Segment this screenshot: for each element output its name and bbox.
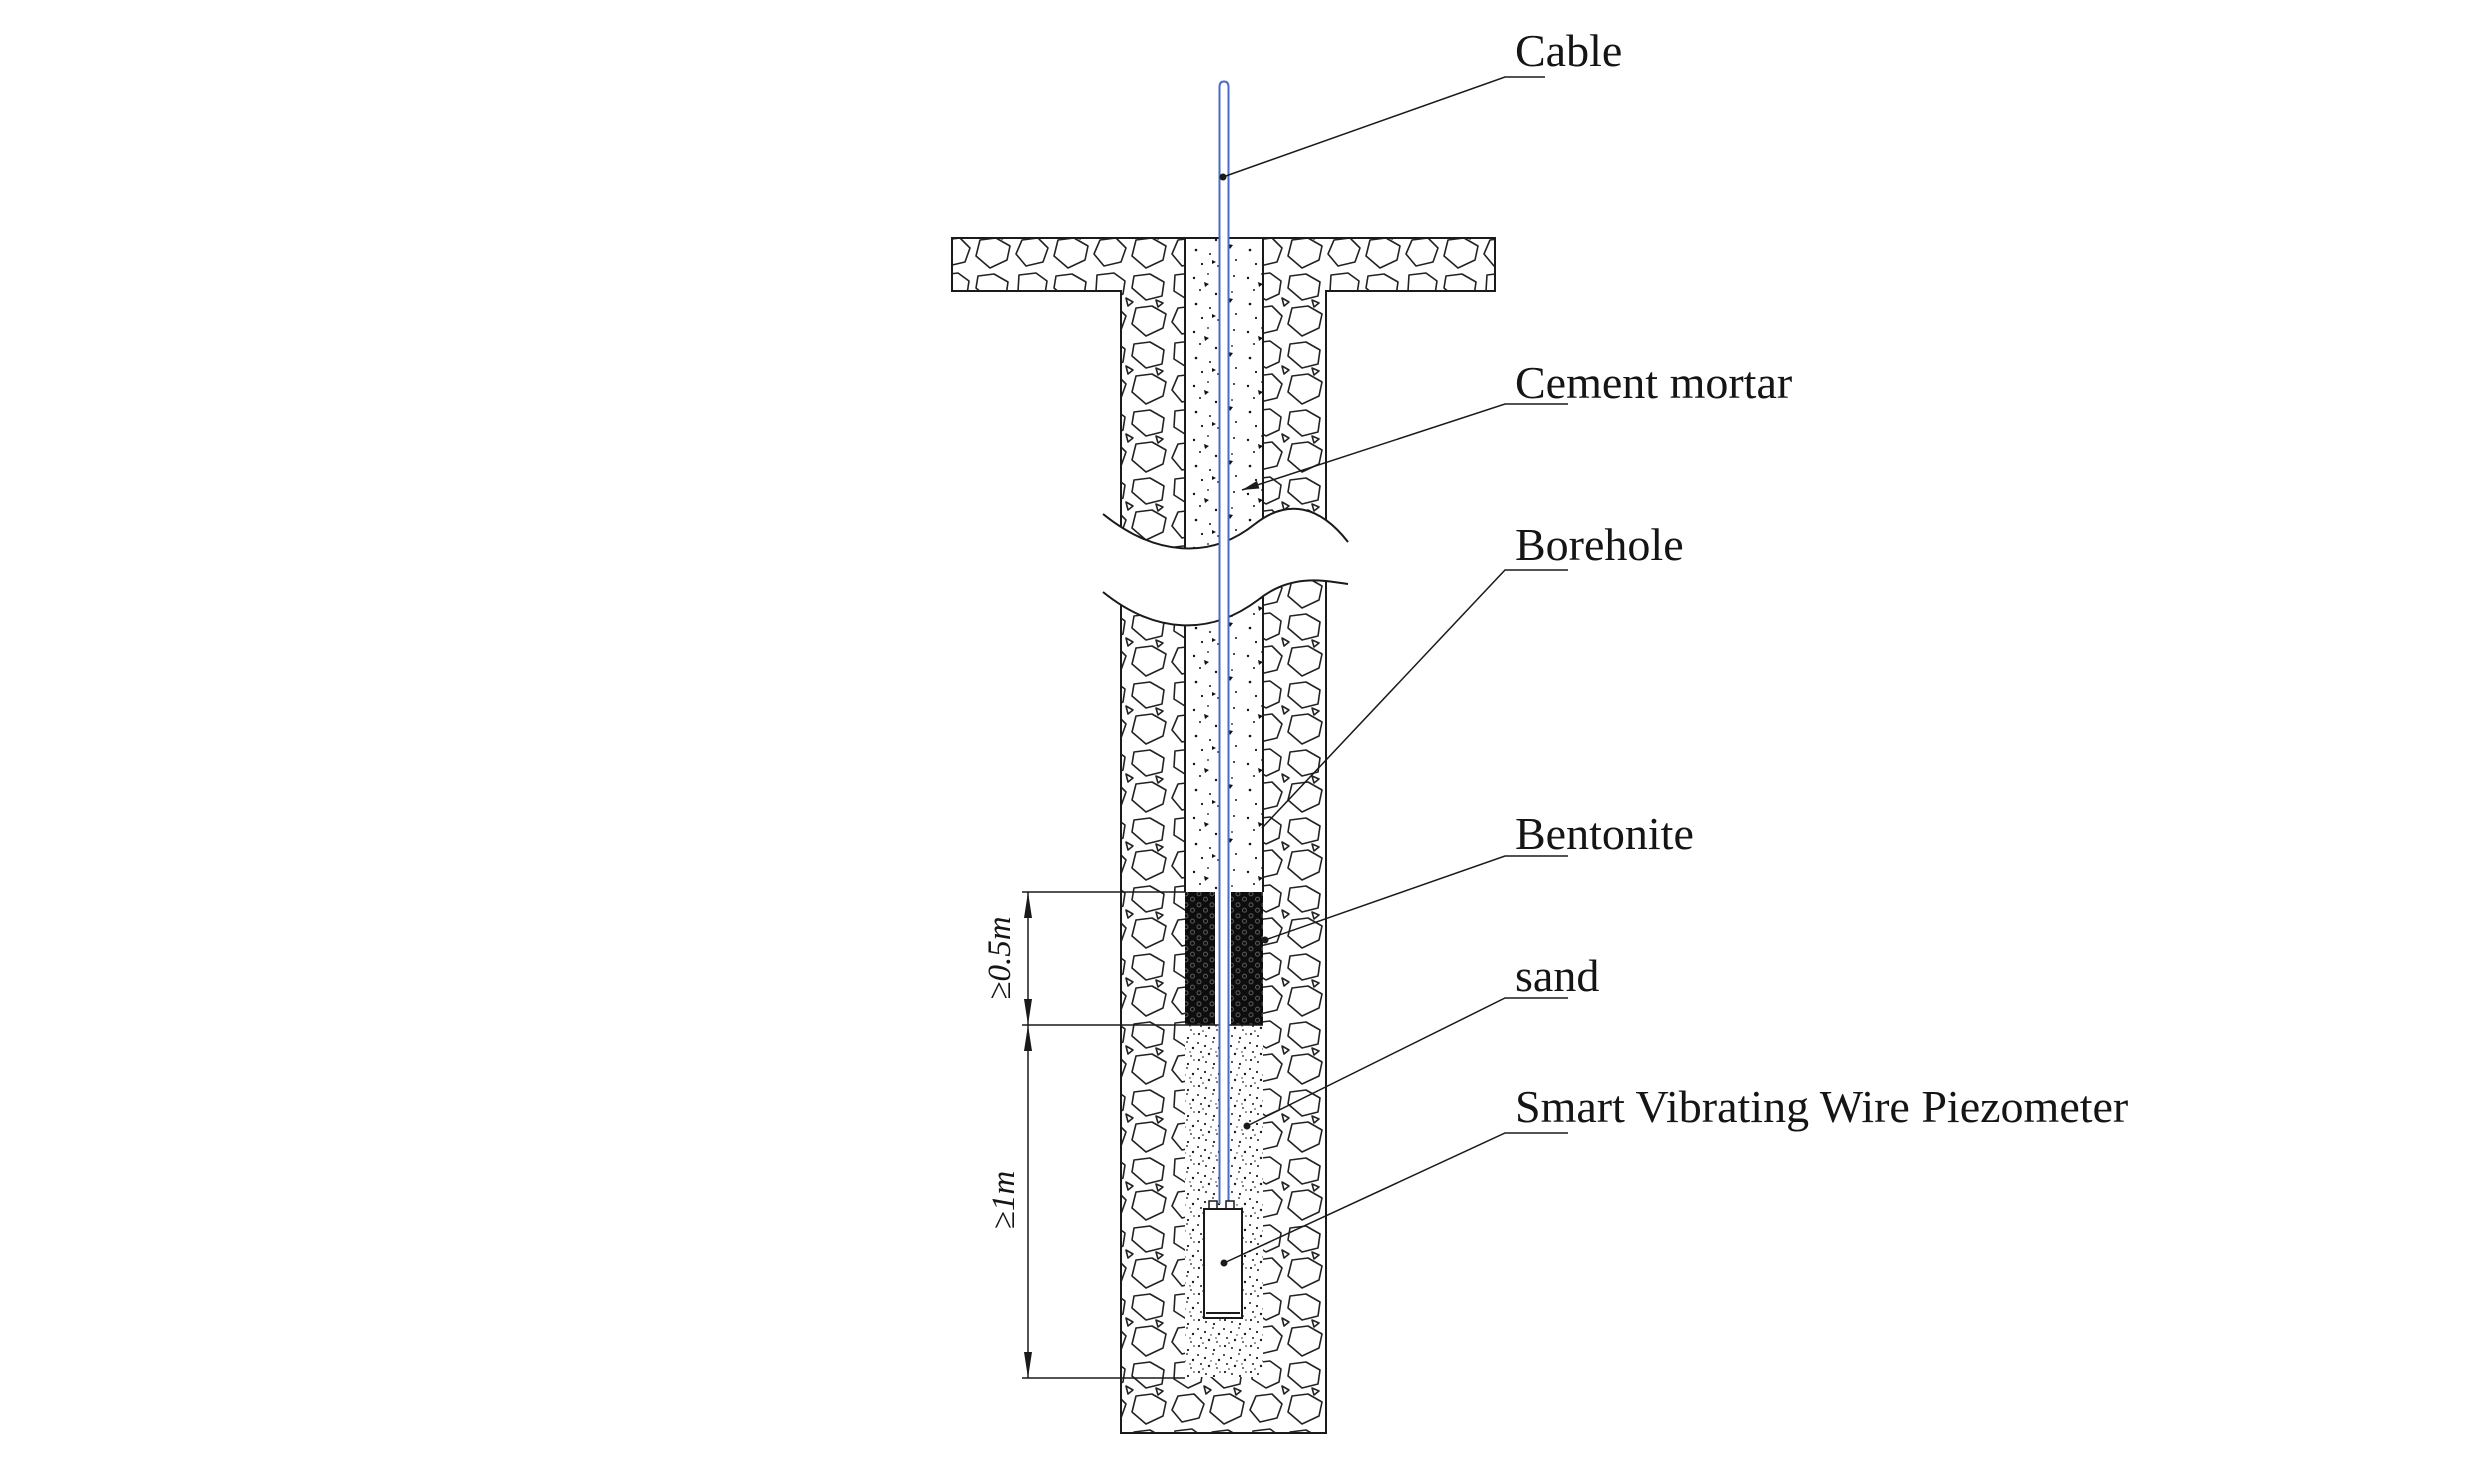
label-cable: Cable — [1515, 25, 1622, 76]
piezometer-gland-right — [1225, 1200, 1235, 1210]
cable-line — [1218, 80, 1230, 1204]
piezometer-gland-left — [1208, 1200, 1218, 1210]
label-piezometer: Smart Vibrating Wire Piezometer — [1515, 1081, 2128, 1132]
arrow-down-1378 — [1024, 1352, 1032, 1378]
callout-borehole: Borehole — [1261, 519, 1684, 829]
leader-dot — [1219, 173, 1227, 181]
callout-cable: Cable — [1219, 25, 1622, 181]
leader-dot — [1220, 1259, 1228, 1267]
label-bentonite: Bentonite — [1515, 808, 1694, 859]
callout-bentonite: Bentonite — [1261, 808, 1694, 944]
callouts: Cable Cement mortar Borehole Bentonite s… — [1219, 25, 2128, 1267]
leader-dot — [1261, 936, 1269, 944]
piezometer-body — [1203, 1200, 1243, 1319]
dimensions: ≥0.5m ≥1m — [982, 891, 1185, 1379]
arrow-up-892 — [1024, 892, 1032, 918]
callout-sand: sand — [1243, 950, 1599, 1130]
callout-piezometer: Smart Vibrating Wire Piezometer — [1220, 1081, 2128, 1267]
dimension-bentonite-thickness: ≥0.5m — [982, 916, 1018, 999]
arrow-down-1025 — [1024, 999, 1032, 1025]
leader-arrow — [1242, 480, 1260, 490]
structure — [951, 80, 1496, 1434]
leader-dot — [1243, 1122, 1251, 1130]
callout-cement-mortar: Cement mortar — [1241, 357, 1792, 491]
label-cement-mortar: Cement mortar — [1515, 357, 1792, 408]
dimension-sand-pack-length: ≥1m — [986, 1171, 1022, 1229]
arrow-up-1025 — [1024, 1025, 1032, 1051]
label-sand: sand — [1515, 950, 1599, 1001]
label-borehole: Borehole — [1515, 519, 1684, 570]
